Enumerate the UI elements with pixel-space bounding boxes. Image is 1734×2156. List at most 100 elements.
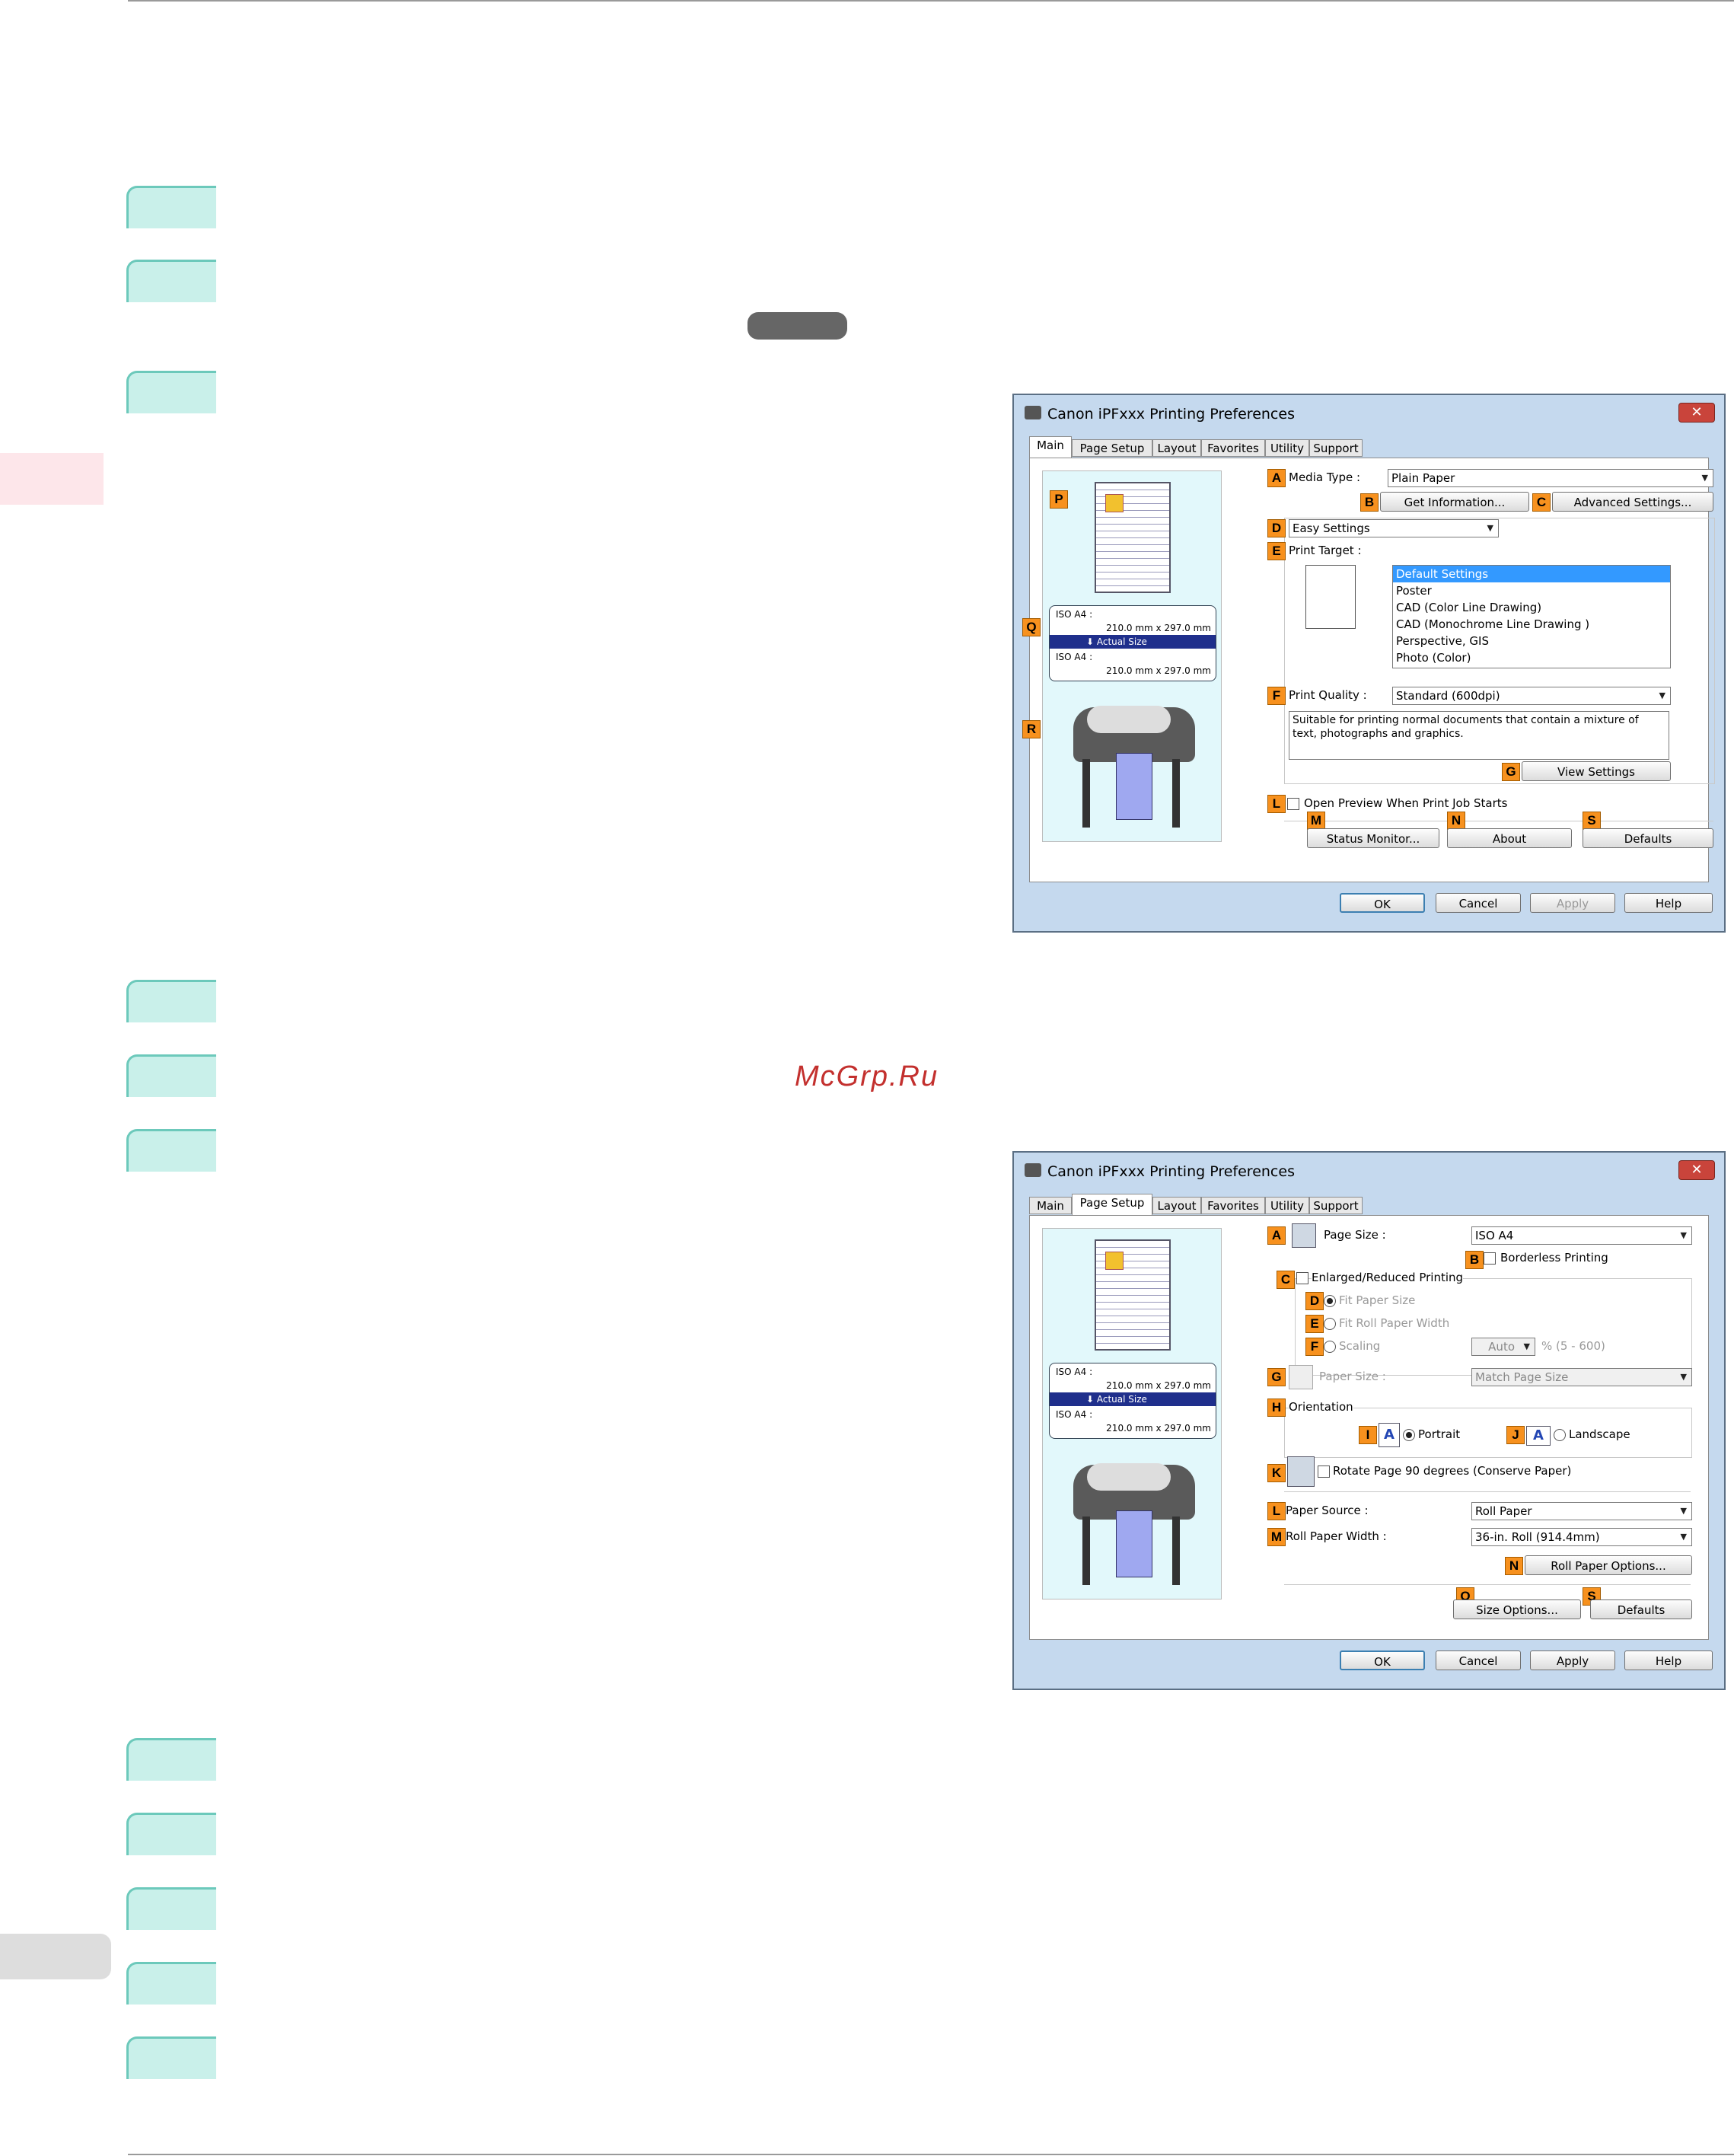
preview-area: ISO A4 : 210.0 mm x 297.0 mm ⬇ Actual Si… <box>1042 470 1222 842</box>
size-dims1: 210.0 mm x 297.0 mm <box>1106 623 1211 633</box>
callout-f: F <box>1305 1338 1324 1356</box>
size-line1: ISO A4 : <box>1056 1367 1093 1377</box>
close-button[interactable]: ✕ <box>1678 1160 1715 1180</box>
settings-mode-select[interactable]: Easy Settings <box>1289 519 1499 537</box>
printing-preferences-dialog-main: Canon iPFxxx Printing Preferences ✕ Main… <box>1012 394 1726 933</box>
callout-b: B <box>1465 1251 1484 1269</box>
cancel-button[interactable]: Cancel <box>1436 893 1521 913</box>
size-info-box: ISO A4 : 210.0 mm x 297.0 mm ⬇ Actual Si… <box>1049 1363 1216 1439</box>
cancel-button[interactable]: Cancel <box>1436 1650 1521 1670</box>
portrait-icon: A <box>1379 1423 1400 1447</box>
size-line2: ISO A4 : <box>1056 652 1093 662</box>
size-mode: Actual Size <box>1096 1394 1147 1405</box>
page-size-select[interactable]: ISO A4 <box>1471 1226 1692 1245</box>
tab-main[interactable]: Main <box>1029 436 1072 458</box>
tab-layout[interactable]: Layout <box>1152 1197 1201 1214</box>
print-target-label: Print Target : <box>1289 544 1362 557</box>
tab-favorites[interactable]: Favorites <box>1201 439 1265 457</box>
step-marker <box>126 1813 216 1855</box>
step-marker <box>126 371 216 413</box>
rotate-checkbox[interactable] <box>1318 1466 1330 1478</box>
printer-icon <box>1025 1163 1041 1177</box>
open-preview-checkbox[interactable] <box>1287 798 1299 810</box>
list-item[interactable]: CAD (Color Line Drawing) <box>1396 601 1542 614</box>
callout-p: P <box>1050 490 1068 509</box>
tab-main[interactable]: Main <box>1029 1197 1072 1214</box>
ok-button[interactable]: OK <box>1340 1650 1425 1670</box>
roll-width-select[interactable]: 36-in. Roll (914.4mm) <box>1471 1528 1692 1546</box>
tab-layout[interactable]: Layout <box>1152 439 1201 457</box>
callout-a: A <box>1267 469 1286 487</box>
print-quality-select[interactable]: Standard (600dpi) <box>1392 687 1671 705</box>
image-icon <box>1105 494 1124 512</box>
help-button[interactable]: Help <box>1624 1650 1713 1670</box>
list-item[interactable]: Poster <box>1396 584 1432 598</box>
callout-g: G <box>1267 1368 1286 1386</box>
step-marker <box>126 1054 216 1097</box>
size-info-box: ISO A4 : 210.0 mm x 297.0 mm ⬇ Actual Si… <box>1049 605 1216 681</box>
borderless-checkbox[interactable] <box>1484 1252 1496 1265</box>
view-settings-button[interactable]: View Settings <box>1522 761 1671 781</box>
borderless-label: Borderless Printing <box>1500 1251 1608 1265</box>
callout-a: A <box>1267 1226 1286 1245</box>
list-item[interactable]: CAD (Monochrome Line Drawing ) <box>1396 617 1590 631</box>
paper-source-select[interactable]: Roll Paper <box>1471 1502 1692 1520</box>
callout-l: L <box>1267 1502 1286 1520</box>
callout-b: B <box>1360 493 1379 512</box>
ok-button[interactable]: OK <box>1340 893 1425 913</box>
callout-q: Q <box>1022 618 1041 636</box>
callout-n: N <box>1505 1557 1523 1575</box>
scaling-input[interactable]: Auto <box>1471 1338 1535 1356</box>
size-options-button[interactable]: Size Options... <box>1453 1599 1581 1619</box>
close-button[interactable]: ✕ <box>1678 403 1715 423</box>
callout-f: F <box>1267 687 1286 705</box>
tab-page-setup[interactable]: Page Setup <box>1072 439 1152 457</box>
list-item[interactable]: Default Settings <box>1393 566 1670 582</box>
bottom-rule <box>128 2154 1734 2155</box>
callout-m: M <box>1267 1528 1286 1546</box>
portrait-radio[interactable] <box>1403 1429 1415 1441</box>
size-dims2: 210.0 mm x 297.0 mm <box>1106 665 1211 676</box>
tab-utility[interactable]: Utility <box>1265 1197 1309 1214</box>
step-marker <box>126 1129 216 1172</box>
dialog-title: Canon iPFxxx Printing Preferences <box>1047 1163 1295 1180</box>
paper-source-label: Paper Source : <box>1286 1504 1369 1517</box>
apply-button[interactable]: Apply <box>1530 893 1615 913</box>
help-button[interactable]: Help <box>1624 893 1713 913</box>
fit-roll-width-radio[interactable] <box>1324 1318 1336 1330</box>
list-item[interactable]: Photo (Color) <box>1396 651 1471 665</box>
defaults-button[interactable]: Defaults <box>1590 1599 1692 1619</box>
paper-size-label: Paper Size : <box>1319 1370 1386 1383</box>
tab-support[interactable]: Support <box>1309 439 1363 457</box>
advanced-settings-button[interactable]: Advanced Settings... <box>1552 492 1713 512</box>
callout-h: H <box>1267 1399 1286 1417</box>
image-icon <box>1105 1252 1124 1270</box>
tab-support[interactable]: Support <box>1309 1197 1363 1214</box>
about-button[interactable]: About <box>1447 828 1572 848</box>
callout-e: E <box>1267 542 1286 560</box>
tab-utility[interactable]: Utility <box>1265 439 1309 457</box>
paper-size-select[interactable]: Match Page Size <box>1471 1368 1692 1386</box>
get-information-button[interactable]: Get Information... <box>1380 492 1529 512</box>
apply-button[interactable]: Apply <box>1530 1650 1615 1670</box>
media-type-select[interactable]: Plain Paper <box>1388 469 1713 487</box>
callout-g: G <box>1502 763 1520 781</box>
enlarged-label: Enlarged/Reduced Printing <box>1312 1271 1464 1284</box>
divider <box>1284 1491 1691 1492</box>
enlarged-checkbox[interactable] <box>1296 1272 1308 1284</box>
preview-area: ISO A4 : 210.0 mm x 297.0 mm ⬇ Actual Si… <box>1042 1228 1222 1599</box>
scaling-radio[interactable] <box>1324 1341 1336 1353</box>
status-monitor-button[interactable]: Status Monitor... <box>1307 828 1439 848</box>
roll-paper-options-button[interactable]: Roll Paper Options... <box>1525 1555 1692 1575</box>
print-target-list[interactable]: Default Settings Poster CAD (Color Line … <box>1392 565 1671 668</box>
chapter-side-tab <box>0 453 104 505</box>
tab-page-setup[interactable]: Page Setup <box>1072 1194 1152 1215</box>
list-item[interactable]: Perspective, GIS <box>1396 634 1489 648</box>
print-quality-label: Print Quality : <box>1289 688 1367 702</box>
portrait-label: Portrait <box>1418 1427 1461 1441</box>
landscape-radio[interactable] <box>1554 1429 1566 1441</box>
defaults-button[interactable]: Defaults <box>1583 828 1713 848</box>
fit-paper-size-radio[interactable] <box>1324 1295 1336 1307</box>
tab-favorites[interactable]: Favorites <box>1201 1197 1265 1214</box>
step-marker <box>126 186 216 228</box>
